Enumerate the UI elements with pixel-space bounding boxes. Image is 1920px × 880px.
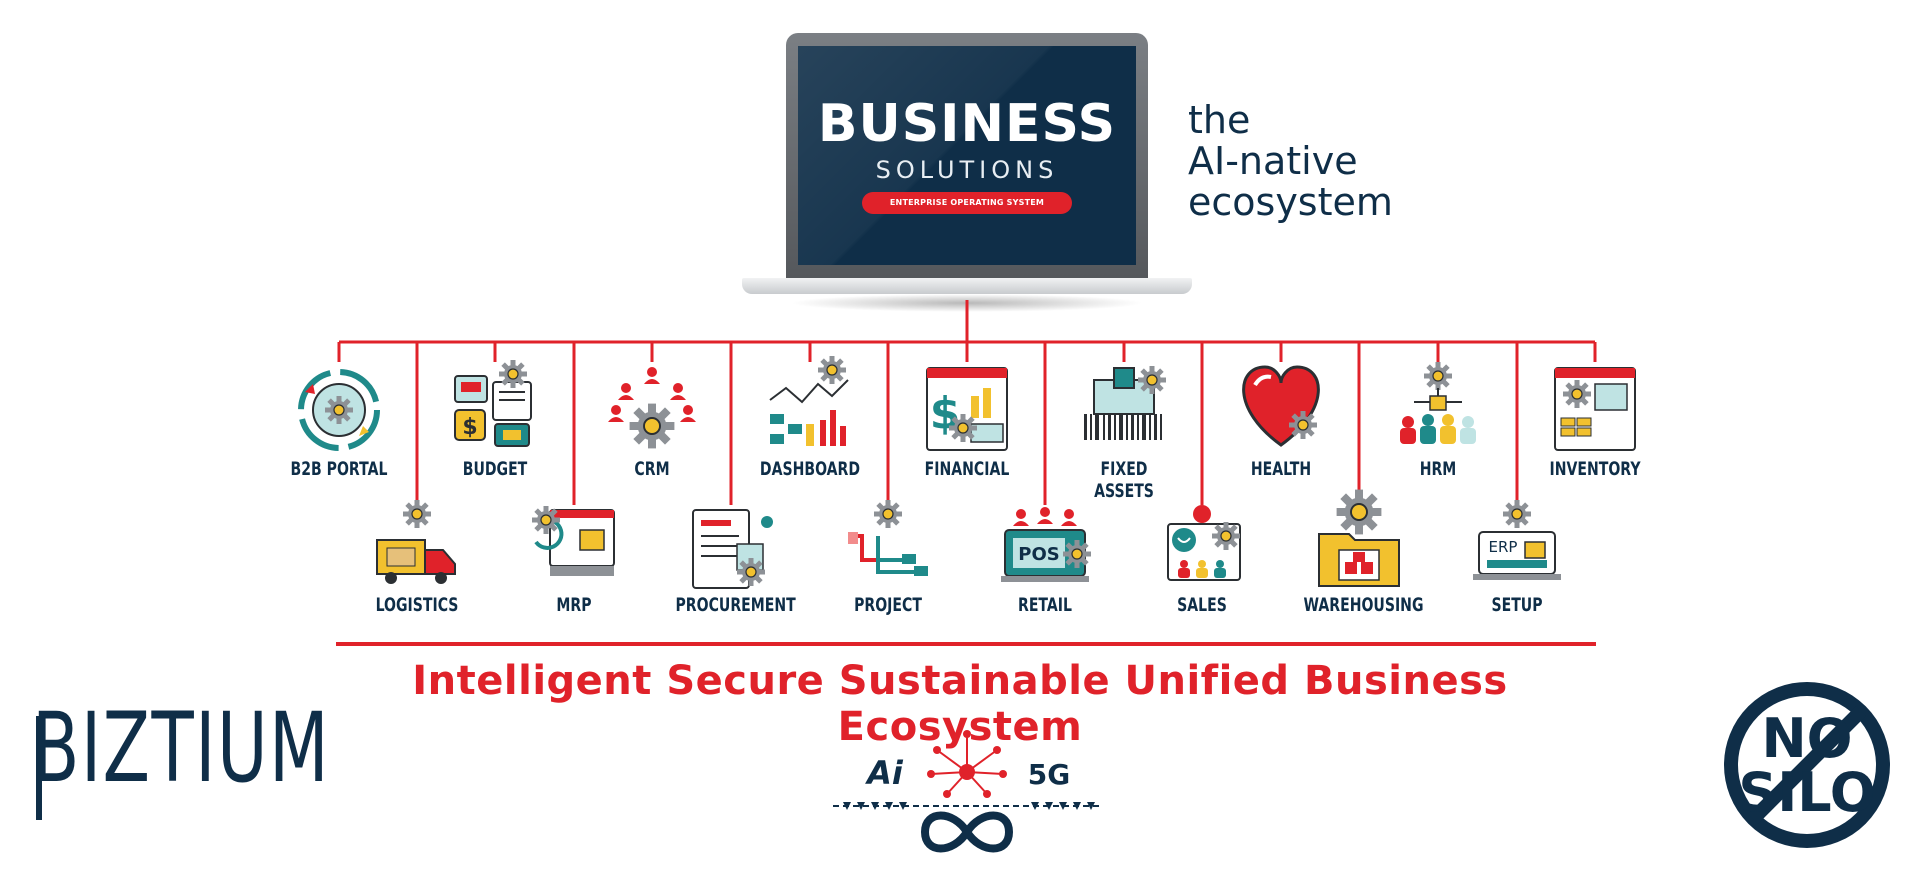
setup-icon: ERP	[1473, 499, 1561, 580]
tagline-line3: ecosystem	[1188, 180, 1393, 224]
budget-icon: $	[454, 359, 532, 447]
module-label-retail: RETAIL	[1017, 594, 1072, 616]
module-label-health: HEALTH	[1250, 458, 1312, 480]
mrp-icon	[531, 505, 615, 576]
crm-icon	[608, 367, 696, 450]
screen-title: BUSINESS	[817, 94, 1117, 154]
brand-name: BIZTIUM	[32, 692, 331, 804]
svg-text:POS: POS	[1018, 544, 1059, 565]
heart-icon	[1242, 365, 1320, 447]
inventory-icon	[1554, 367, 1636, 451]
module-label-financial: FINANCIAL	[924, 458, 1010, 480]
retail-icon: POS	[1001, 507, 1092, 582]
laptop-screen: BUSINESS SOLUTIONS ENTERPRISE OPERATING …	[798, 46, 1136, 265]
tagline-line2: AI-native	[1188, 139, 1358, 183]
module-label-budget: BUDGET	[462, 458, 528, 480]
no-silo-line1: NO	[1761, 707, 1853, 770]
ai-text: Ai	[864, 754, 904, 792]
module-label-project: PROJECT	[854, 594, 922, 616]
screen-subtitle: SOLUTIONS	[875, 156, 1059, 184]
module-label-dashboard: DASHBOARD	[759, 458, 861, 480]
svg-text:$: $	[930, 388, 961, 439]
barcode-icon	[1084, 414, 1162, 440]
tagline: the AI-native ecosystem	[1188, 100, 1393, 223]
module-label-mrp: MRP	[556, 594, 592, 616]
module-label-hrm: HRM	[1419, 458, 1457, 480]
project-icon	[848, 499, 928, 576]
module-label-inventory: INVENTORY	[1549, 458, 1641, 480]
module-label-fixed-assets: FIXED ASSETS	[1094, 458, 1154, 502]
no-silo-text: NO SILO	[1722, 712, 1892, 820]
module-label-sales: SALES	[1177, 594, 1227, 616]
dashboard-icon	[769, 355, 849, 446]
laptop-base	[742, 278, 1192, 294]
screen-glare	[798, 46, 1136, 265]
module-label-setup: SETUP	[1491, 594, 1543, 616]
module-label-warehousing: WAREHOUSING	[1303, 594, 1424, 616]
module-label-b2b-portal: B2B PORTAL	[290, 458, 388, 480]
truck-icon	[376, 499, 456, 584]
svg-text:$: $	[462, 415, 477, 440]
financial-icon: $	[926, 367, 1008, 451]
svg-text:ERP: ERP	[1489, 538, 1518, 556]
tagline-line1: the	[1188, 98, 1251, 142]
warehousing-icon	[1318, 488, 1400, 587]
5g-text: 5G	[1028, 758, 1070, 791]
hrm-icon	[1400, 361, 1476, 444]
no-silo-line2: SILO	[1738, 761, 1876, 824]
fixed-assets-icon	[1084, 365, 1167, 440]
b2b-portal-icon	[298, 369, 380, 451]
screen-pill: ENTERPRISE OPERATING SYSTEM	[862, 192, 1072, 214]
banner-text: Intelligent Secure Sustainable Unified B…	[412, 658, 1508, 750]
sales-icon	[1167, 505, 1241, 581]
module-label-logistics: LOGISTICS	[375, 594, 459, 616]
module-label-procurement: PROCUREMENT	[675, 594, 796, 616]
infinity-icon	[920, 811, 1014, 853]
module-label-crm: CRM	[634, 458, 670, 480]
procurement-icon	[692, 509, 773, 589]
laptop-shadow	[790, 294, 1144, 312]
